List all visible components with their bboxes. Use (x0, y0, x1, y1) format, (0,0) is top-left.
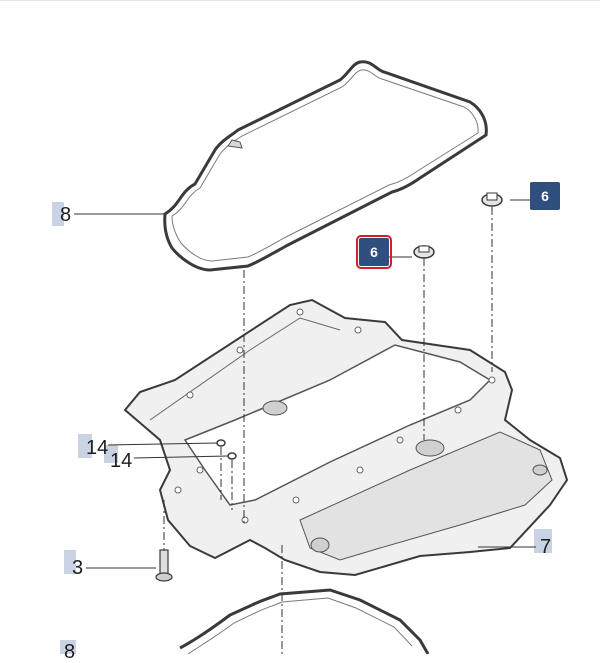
callout-text: 14 (86, 437, 109, 459)
callout-text: 14 (110, 450, 133, 472)
badge-plug-left[interactable]: 6 (356, 235, 392, 269)
bolt[interactable] (155, 549, 173, 582)
top-divider (0, 0, 600, 1)
drain-plug-left[interactable] (413, 245, 435, 259)
callout-gasket-upper[interactable]: 8 (52, 202, 72, 226)
upper-gasket[interactable] (163, 60, 488, 272)
drain-plug-right[interactable] (481, 192, 503, 207)
leader-lines (74, 199, 536, 569)
oil-pan[interactable] (123, 298, 569, 577)
badge-text: 6 (370, 244, 378, 260)
callout-text: 7 (540, 536, 552, 558)
washer-14-a[interactable] (216, 439, 226, 447)
callout-text: 8 (64, 641, 76, 663)
assembly-lines (163, 207, 493, 654)
callout-gasket-lower[interactable]: 8 (60, 640, 76, 663)
callout-text: 3 (72, 557, 84, 579)
callout-washer-b[interactable]: 14 (104, 445, 133, 472)
callout-bolt[interactable]: 3 (64, 550, 84, 579)
callout-oil-pan[interactable]: 7 (534, 529, 552, 558)
badge-text: 6 (541, 188, 549, 204)
callout-text: 8 (60, 204, 72, 226)
lower-gasket[interactable] (179, 588, 430, 654)
callout-washer-a[interactable]: 14 (78, 434, 109, 459)
washer-14-b[interactable] (227, 452, 237, 460)
badge-plug-right[interactable]: 6 (530, 182, 560, 210)
